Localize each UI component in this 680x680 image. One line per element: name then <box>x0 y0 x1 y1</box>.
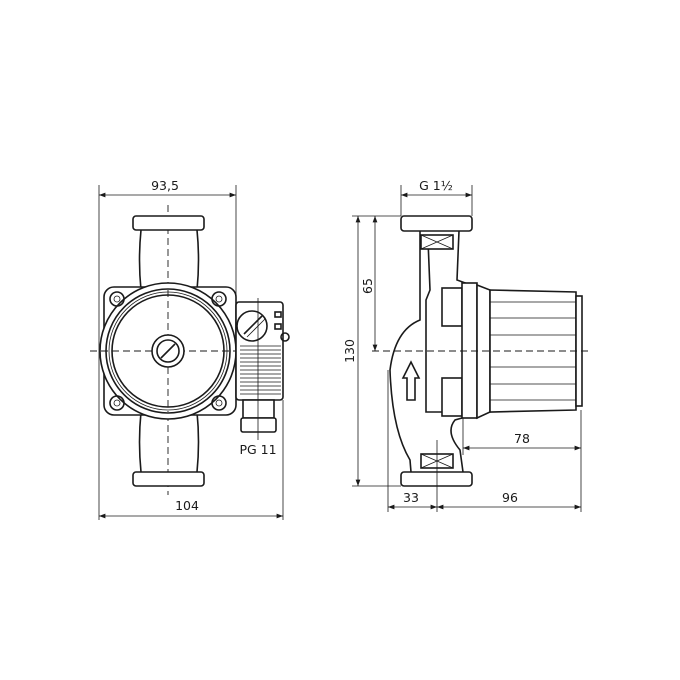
thread-label: G 1½ <box>419 178 453 193</box>
flow-direction-arrow-icon <box>401 360 421 401</box>
motor-flange <box>461 282 478 419</box>
bolt-icon <box>211 395 227 411</box>
motor-length-label: 78 <box>514 431 530 446</box>
cable-gland <box>242 399 275 419</box>
half-height-label: 65 <box>360 278 375 294</box>
terminal-box <box>235 298 290 440</box>
height-label: 130 <box>342 339 357 363</box>
top-flange <box>400 215 473 232</box>
depth-label: 96 <box>502 490 518 505</box>
bolts <box>109 291 227 411</box>
top-pipe <box>138 229 200 291</box>
cable-gland-label: PG 11 <box>239 442 276 457</box>
width-label: 93,5 <box>151 178 179 193</box>
bottom-pipe <box>138 411 200 473</box>
side-view: G 1½ 130 65 78 33 96 <box>342 178 592 512</box>
bolt-icon <box>109 291 125 307</box>
inlet-offset-label: 33 <box>403 490 419 505</box>
top-flange <box>132 215 205 231</box>
bottom-flange <box>132 471 205 487</box>
front-view: 93,5 104 PG 11 <box>90 178 290 520</box>
total-width-label: 104 <box>175 498 199 513</box>
bottom-flange <box>400 471 473 487</box>
bolt-icon <box>211 291 227 307</box>
bolt-icon <box>109 395 125 411</box>
